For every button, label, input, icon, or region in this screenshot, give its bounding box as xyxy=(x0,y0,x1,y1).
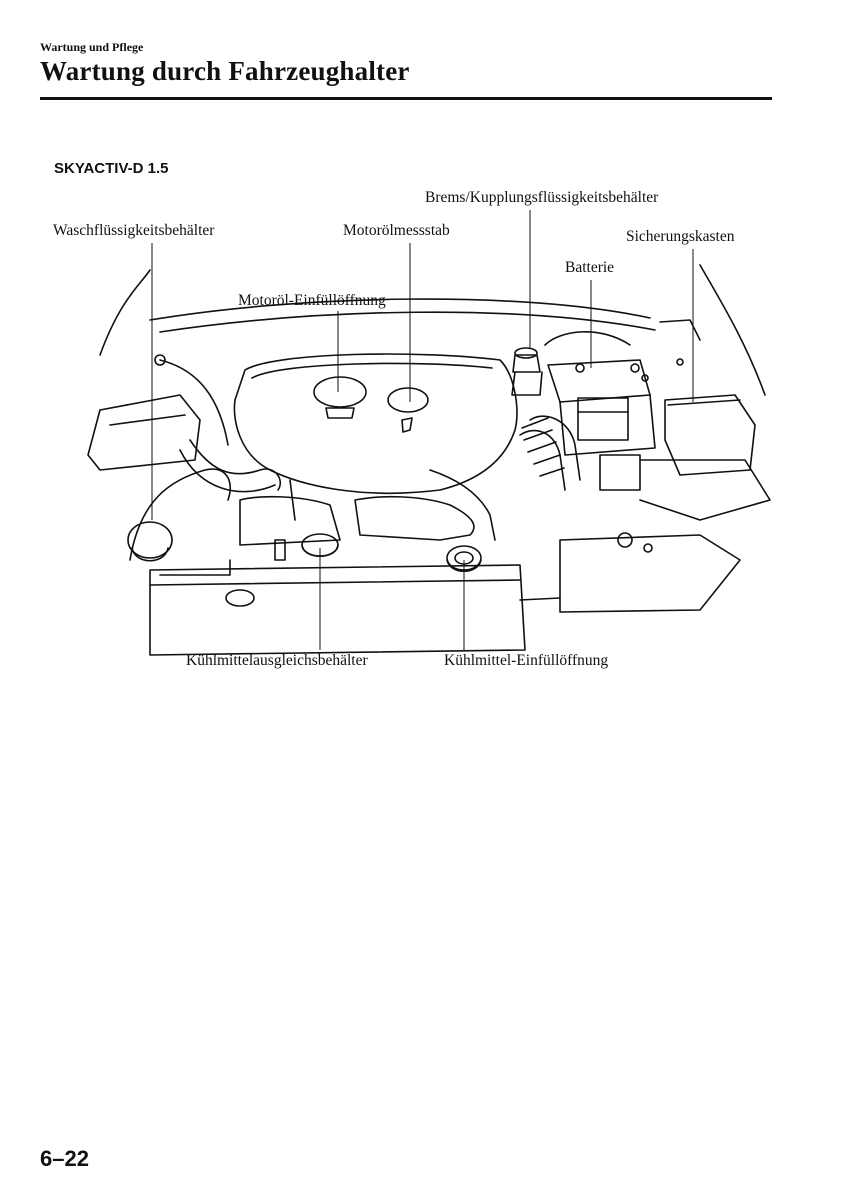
label-brake-clutch-fluid-reservoir: Brems/Kupplungsflüssigkeitsbehälter xyxy=(425,189,659,206)
label-coolant-reservoir: Kühlmittelausgleichsbehälter xyxy=(186,652,368,669)
label-battery: Batterie xyxy=(565,259,615,276)
section-header: Wartung und Pflege xyxy=(40,40,144,54)
label-engine-oil-filler: Motoröl-Einfüllöffnung xyxy=(238,292,386,309)
label-fuse-box: Sicherungskasten xyxy=(626,228,735,245)
title-divider xyxy=(40,97,772,100)
page-number: 6–22 xyxy=(40,1146,89,1171)
label-engine-oil-dipstick: Motorölmessstab xyxy=(343,222,450,239)
figure-subtitle: SKYACTIV-D 1.5 xyxy=(54,160,169,177)
label-washer-fluid-reservoir: Waschflüssigkeitsbehälter xyxy=(53,222,215,239)
page-title: Wartung durch Fahrzeughalter xyxy=(40,56,410,86)
label-coolant-filler: Kühlmittel-Einfüllöffnung xyxy=(444,652,609,669)
